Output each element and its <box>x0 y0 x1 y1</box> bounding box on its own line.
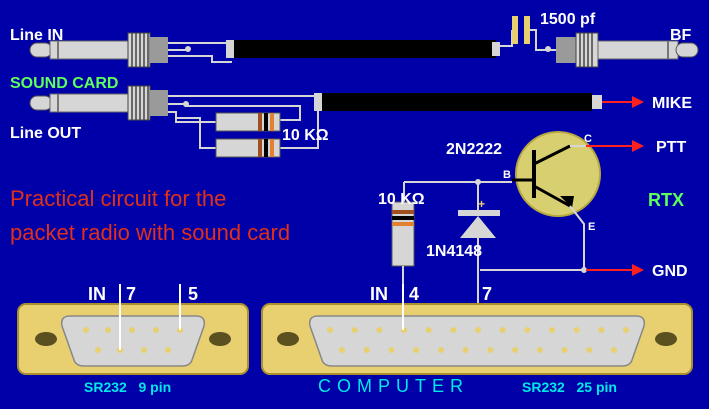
db25-pin4-label: 4 <box>409 284 419 304</box>
resistor-upper <box>215 112 281 132</box>
diode-plus-label: + <box>478 197 485 211</box>
db25-pin <box>611 347 617 353</box>
gnd-arrow <box>632 264 644 276</box>
db25-pin <box>573 327 580 333</box>
db25-pin <box>339 347 345 353</box>
db25-pin <box>327 327 333 333</box>
resistor-vertical-label: 10 KΩ <box>378 191 425 208</box>
line-in-label: Line IN <box>10 27 63 44</box>
db25-pin <box>487 347 494 353</box>
sr232-25-label: SR232 25 pin <box>522 379 617 395</box>
computer-label: COMPUTER <box>318 376 469 396</box>
title-line-2: packet radio with sound card <box>10 220 290 245</box>
resistor-vertical <box>391 201 415 267</box>
title-line-1: Practical circuit for the <box>10 186 226 211</box>
db25-pin <box>351 327 358 333</box>
db25-pin <box>499 327 506 333</box>
resistor-lower <box>215 138 281 158</box>
transistor-2n2222 <box>512 131 601 217</box>
line-out-jack <box>29 85 168 121</box>
db25-pin <box>598 327 605 333</box>
db25-pin <box>388 347 395 353</box>
db9-in-label: IN <box>88 284 106 304</box>
db25-connector <box>261 284 693 375</box>
line-in-cable <box>29 16 699 68</box>
db25-pin <box>425 327 432 333</box>
ptt-arrow <box>632 140 644 152</box>
db25-pin <box>475 327 481 333</box>
db25-pin <box>363 347 370 353</box>
db25-pin <box>462 347 469 353</box>
transistor-label: 2N2222 <box>446 141 502 158</box>
db25-in-label: IN <box>370 284 388 304</box>
db9-connector <box>17 284 249 375</box>
db25-pin <box>536 347 543 353</box>
sound-card-label: SOUND CARD <box>10 75 118 92</box>
db25-pin <box>561 347 568 353</box>
db25-pin <box>512 347 519 353</box>
db25-pin <box>376 327 383 333</box>
resistor-upper-label: 10 KΩ <box>282 127 329 144</box>
pin-c-label: C <box>584 133 592 145</box>
db25-pin <box>549 327 555 333</box>
ptt-label: PTT <box>656 139 686 156</box>
line-out-cable <box>29 85 644 158</box>
pin-e-label: E <box>588 221 595 233</box>
mike-arrow <box>632 96 644 108</box>
bf-jack-right <box>556 32 699 68</box>
db25-pin <box>437 347 444 353</box>
db25-pin <box>413 347 420 353</box>
diode-label: 1N4148 <box>426 243 482 260</box>
pin-b-label: B <box>503 169 511 181</box>
sr232-9-label: SR232 9 pin <box>84 379 171 395</box>
line-out-label: Line OUT <box>10 125 81 142</box>
db9-pin5-label: 5 <box>188 284 198 304</box>
db25-pin7-label: 7 <box>482 284 492 304</box>
gnd-label: GND <box>652 263 688 280</box>
db25-pin <box>524 327 531 333</box>
line-in-jack-left <box>29 32 168 68</box>
db9-pin7-label: 7 <box>126 284 136 304</box>
capacitor-label: 1500 pf <box>540 11 596 28</box>
mike-label: MIKE <box>652 95 692 112</box>
bf-label: BF <box>670 27 692 44</box>
db25-pin <box>586 347 593 353</box>
db25-pin <box>623 327 629 333</box>
rtx-label: RTX <box>648 190 684 210</box>
db25-pin <box>450 327 457 333</box>
